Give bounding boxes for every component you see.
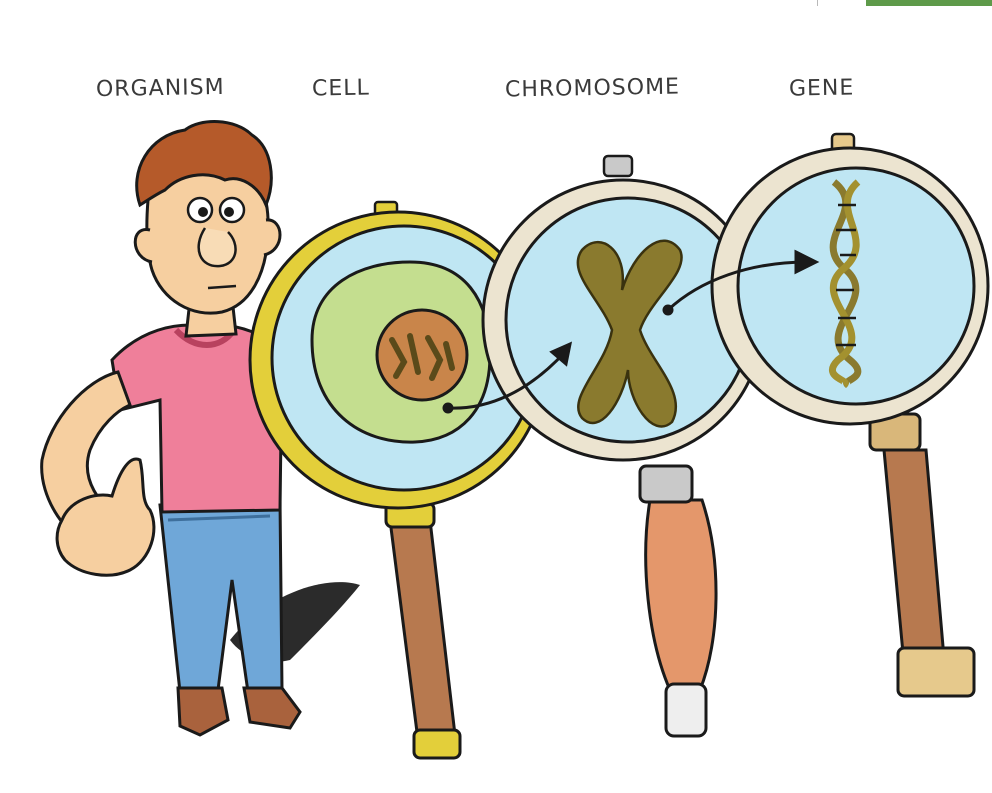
nucleus-icon (377, 310, 467, 400)
right-shoe (244, 688, 300, 728)
magnifying-glass-gene (712, 134, 988, 696)
jeans (160, 500, 282, 692)
left-shoe (178, 688, 228, 735)
chromosome-handle (646, 500, 716, 690)
gene-handle (884, 450, 944, 664)
cell-handle (390, 520, 455, 740)
